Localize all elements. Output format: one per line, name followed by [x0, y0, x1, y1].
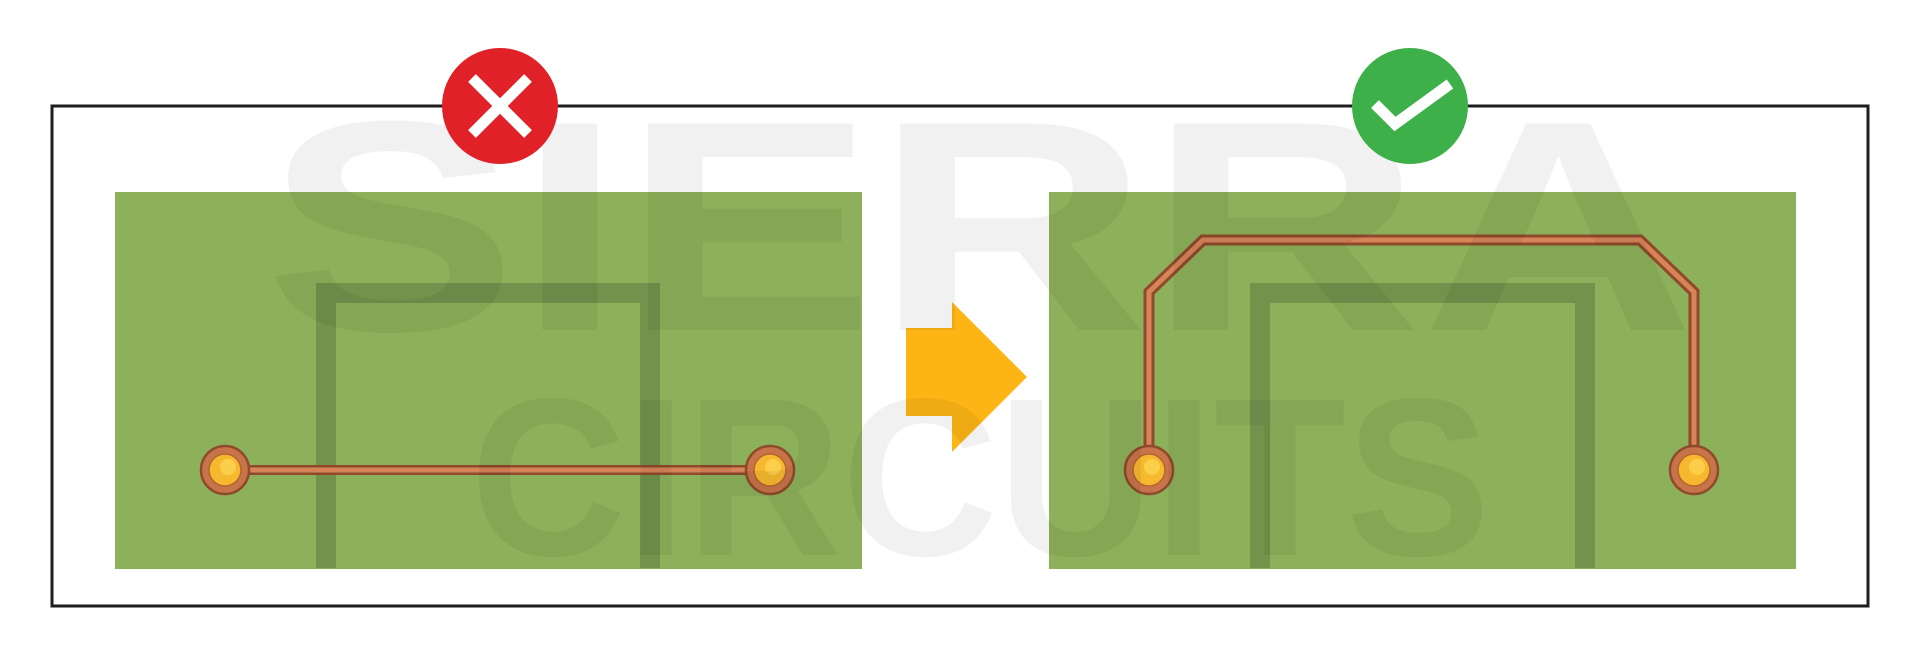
- watermark-line2: CIRCUITS: [470, 351, 1490, 603]
- correct-badge: [1352, 48, 1468, 164]
- correct-panel: [1049, 192, 1796, 569]
- pcb-board-right: [1049, 192, 1796, 569]
- right-arrow-icon: [906, 302, 1027, 452]
- incorrect-panel: [115, 192, 862, 569]
- checkmark-icon: [1371, 79, 1454, 132]
- pad-left-end: [744, 444, 796, 496]
- pad-left-start: [199, 444, 251, 496]
- keepout-region-left: [316, 283, 660, 568]
- pad-right-start: [1123, 444, 1175, 496]
- keepout-region-right: [1250, 283, 1595, 568]
- x-mark-icon: [468, 74, 532, 138]
- pcb-board-left: [115, 192, 862, 569]
- incorrect-badge: [442, 48, 558, 164]
- trace-routed-core: [1146, 237, 1697, 470]
- pad-right-end: [1668, 444, 1720, 496]
